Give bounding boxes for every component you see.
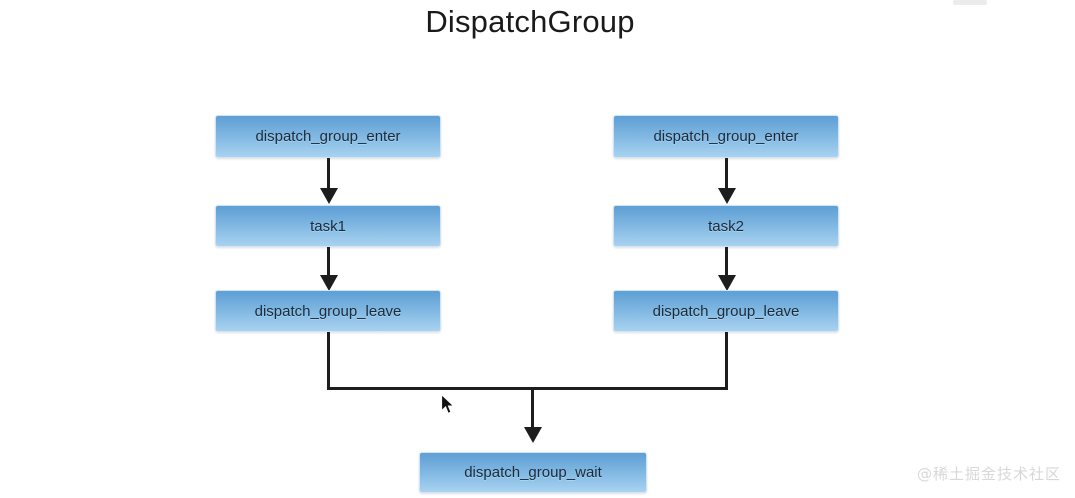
edge-right-task-to-leave-line [725, 247, 728, 275]
node-left-enter[interactable]: dispatch_group_enter [215, 115, 441, 158]
node-wait[interactable]: dispatch_group_wait [419, 452, 647, 493]
edge-right-leave-down-line [725, 332, 728, 390]
edge-right-task-to-leave-arrowhead [718, 275, 736, 291]
node-left-task[interactable]: task1 [215, 205, 441, 247]
edge-left-task-to-leave-line [327, 247, 330, 275]
node-label: dispatch_group_enter [255, 128, 401, 145]
edge-left-leave-down-line [327, 332, 330, 390]
node-label: dispatch_group_enter [653, 128, 799, 145]
edge-right-enter-to-task-line [725, 158, 728, 188]
top-artifact [953, 0, 987, 5]
edge-left-enter-to-task-line [327, 158, 330, 188]
edge-join-to-wait-arrowhead [524, 427, 542, 443]
edge-right-enter-to-task-arrowhead [718, 188, 736, 204]
node-label: dispatch_group_leave [254, 302, 402, 320]
node-right-task[interactable]: task2 [613, 205, 839, 247]
node-label: task1 [310, 217, 346, 235]
node-label: dispatch_group_wait [464, 464, 602, 481]
edge-join-to-wait-line [531, 387, 534, 427]
edge-join-horizontal-line [327, 387, 728, 390]
node-label: dispatch_group_leave [652, 302, 800, 320]
mouse-cursor-icon [441, 394, 455, 414]
watermark-text: @稀土掘金技术社区 [916, 465, 1061, 483]
edge-left-enter-to-task-arrowhead [320, 188, 338, 204]
node-label: task2 [708, 217, 744, 235]
node-left-leave[interactable]: dispatch_group_leave [215, 290, 441, 332]
page-title: DispatchGroup [425, 4, 635, 39]
edge-left-task-to-leave-arrowhead [320, 275, 338, 291]
node-right-leave[interactable]: dispatch_group_leave [613, 290, 839, 332]
node-right-enter[interactable]: dispatch_group_enter [613, 115, 839, 158]
